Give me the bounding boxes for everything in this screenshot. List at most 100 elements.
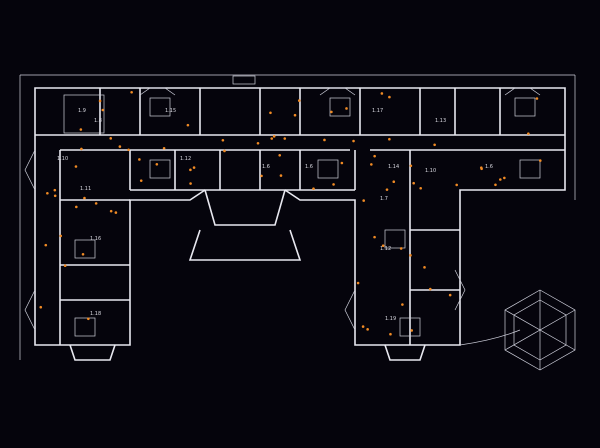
room-label: 1.6 bbox=[262, 164, 270, 170]
room-label: 1.16 bbox=[90, 236, 101, 242]
light-fixture-dot bbox=[155, 162, 159, 166]
light-fixture-dot bbox=[53, 188, 57, 192]
light-fixture-dot bbox=[401, 303, 404, 306]
light-fixture-dot bbox=[373, 235, 376, 239]
light-fixture-dot bbox=[399, 247, 403, 250]
bed-icon bbox=[149, 159, 171, 179]
outer-dimension-lines bbox=[19, 74, 576, 360]
light-fixture-dot bbox=[139, 179, 143, 182]
light-fixture-dot bbox=[499, 178, 502, 181]
light-fixture-dot bbox=[186, 123, 190, 127]
light-fixture-dot bbox=[409, 164, 413, 168]
light-fixture-dot bbox=[392, 180, 396, 184]
light-fixture-dot bbox=[189, 182, 192, 185]
light-fixture-dot bbox=[256, 141, 260, 145]
light-fixture-dot bbox=[272, 135, 276, 138]
light-fixture-dot bbox=[114, 211, 118, 214]
light-fixture-dot bbox=[410, 329, 413, 332]
light-fixture-dot bbox=[388, 137, 391, 141]
room-label: 1.14 bbox=[388, 164, 399, 170]
light-fixture-dot bbox=[385, 188, 389, 191]
light-fixture-dot bbox=[278, 153, 282, 157]
light-fixture-dot bbox=[412, 181, 415, 185]
light-fixture-dot bbox=[330, 110, 333, 114]
room-label: 1.6 bbox=[485, 164, 493, 170]
room-label: 1.19 bbox=[385, 316, 396, 322]
light-fixture-dot bbox=[189, 168, 192, 172]
stair-and-bay-windows bbox=[24, 87, 541, 346]
light-fixture-dot bbox=[162, 146, 166, 150]
light-fixture-dot bbox=[53, 194, 57, 198]
light-fixture-dot bbox=[389, 332, 392, 336]
light-fixture-dot bbox=[428, 287, 432, 291]
light-fixture-dot bbox=[79, 128, 83, 131]
light-fixture-dot bbox=[270, 137, 274, 140]
light-fixture-dot bbox=[345, 107, 348, 110]
room-label: 1.10 bbox=[425, 168, 436, 174]
room-labels: 1.9 1.8 1.10 1.12 1.6 1.6 1.15 1.17 1.10… bbox=[57, 108, 493, 322]
light-fixture-dot bbox=[293, 113, 297, 117]
light-fixture-dot bbox=[75, 205, 78, 209]
bed-icon bbox=[384, 229, 406, 249]
light-fixture-dot bbox=[87, 317, 90, 321]
gazebo-hexagon bbox=[504, 289, 576, 371]
light-fixtures bbox=[39, 90, 542, 336]
light-fixture-dot bbox=[494, 183, 497, 187]
bed-icon bbox=[74, 317, 96, 337]
light-fixture-dot bbox=[366, 328, 369, 331]
light-fixture-dot bbox=[380, 92, 384, 95]
furniture-layer bbox=[74, 97, 541, 337]
light-fixture-dot bbox=[312, 187, 315, 191]
room-label: 1.6 bbox=[305, 164, 313, 170]
light-fixture-dot bbox=[283, 137, 287, 140]
light-fixture-dot bbox=[323, 138, 326, 142]
light-fixture-dot bbox=[81, 252, 85, 256]
light-fixture-dot bbox=[480, 167, 483, 171]
light-fixture-dot bbox=[192, 166, 196, 169]
light-fixture-dot bbox=[381, 244, 385, 248]
light-fixture-dot bbox=[138, 158, 141, 161]
light-fixture-dot bbox=[109, 209, 113, 213]
light-fixture-dot bbox=[538, 159, 542, 162]
light-fixture-dot bbox=[356, 281, 360, 285]
light-fixture-dot bbox=[535, 97, 539, 100]
light-fixture-dot bbox=[423, 266, 426, 269]
bed-icon bbox=[399, 317, 421, 337]
light-fixture-dot bbox=[361, 325, 365, 328]
room-label: 1.10 bbox=[57, 156, 68, 162]
bed-icon bbox=[149, 97, 171, 117]
light-fixture-dot bbox=[127, 148, 130, 152]
room-label: 1.8 bbox=[94, 118, 102, 124]
light-fixture-dot bbox=[101, 108, 105, 112]
light-fixture-dot bbox=[39, 305, 43, 309]
light-fixture-dot bbox=[46, 191, 49, 195]
light-fixture-dot bbox=[223, 149, 226, 153]
light-fixture-dot bbox=[130, 90, 133, 94]
room-label: 1.12 bbox=[180, 156, 191, 162]
room-label: 1.13 bbox=[435, 118, 446, 124]
light-fixture-dot bbox=[80, 147, 83, 151]
light-fixture-dot bbox=[109, 137, 113, 140]
room-label: 1.7 bbox=[380, 196, 388, 202]
bed-icon bbox=[514, 97, 536, 117]
light-fixture-dot bbox=[340, 161, 344, 165]
light-fixture-dot bbox=[448, 293, 452, 297]
light-fixture-dot bbox=[433, 143, 436, 147]
light-fixture-dot bbox=[83, 196, 86, 200]
light-fixture-dot bbox=[388, 95, 391, 99]
light-fixture-dot bbox=[527, 132, 530, 135]
light-fixture-dot bbox=[279, 174, 283, 177]
bed-icon bbox=[329, 97, 351, 117]
light-fixture-dot bbox=[503, 176, 506, 180]
light-fixture-dot bbox=[269, 111, 272, 115]
room-label: 1.15 bbox=[165, 108, 176, 114]
light-fixture-dot bbox=[74, 165, 78, 168]
light-fixture-dot bbox=[44, 243, 48, 247]
room-label: 1.17 bbox=[372, 108, 383, 114]
room-label: 1.11 bbox=[80, 186, 91, 192]
bed-icon bbox=[519, 159, 541, 179]
light-fixture-dot bbox=[332, 183, 335, 186]
building-walls bbox=[34, 87, 566, 361]
light-fixture-dot bbox=[221, 138, 225, 142]
